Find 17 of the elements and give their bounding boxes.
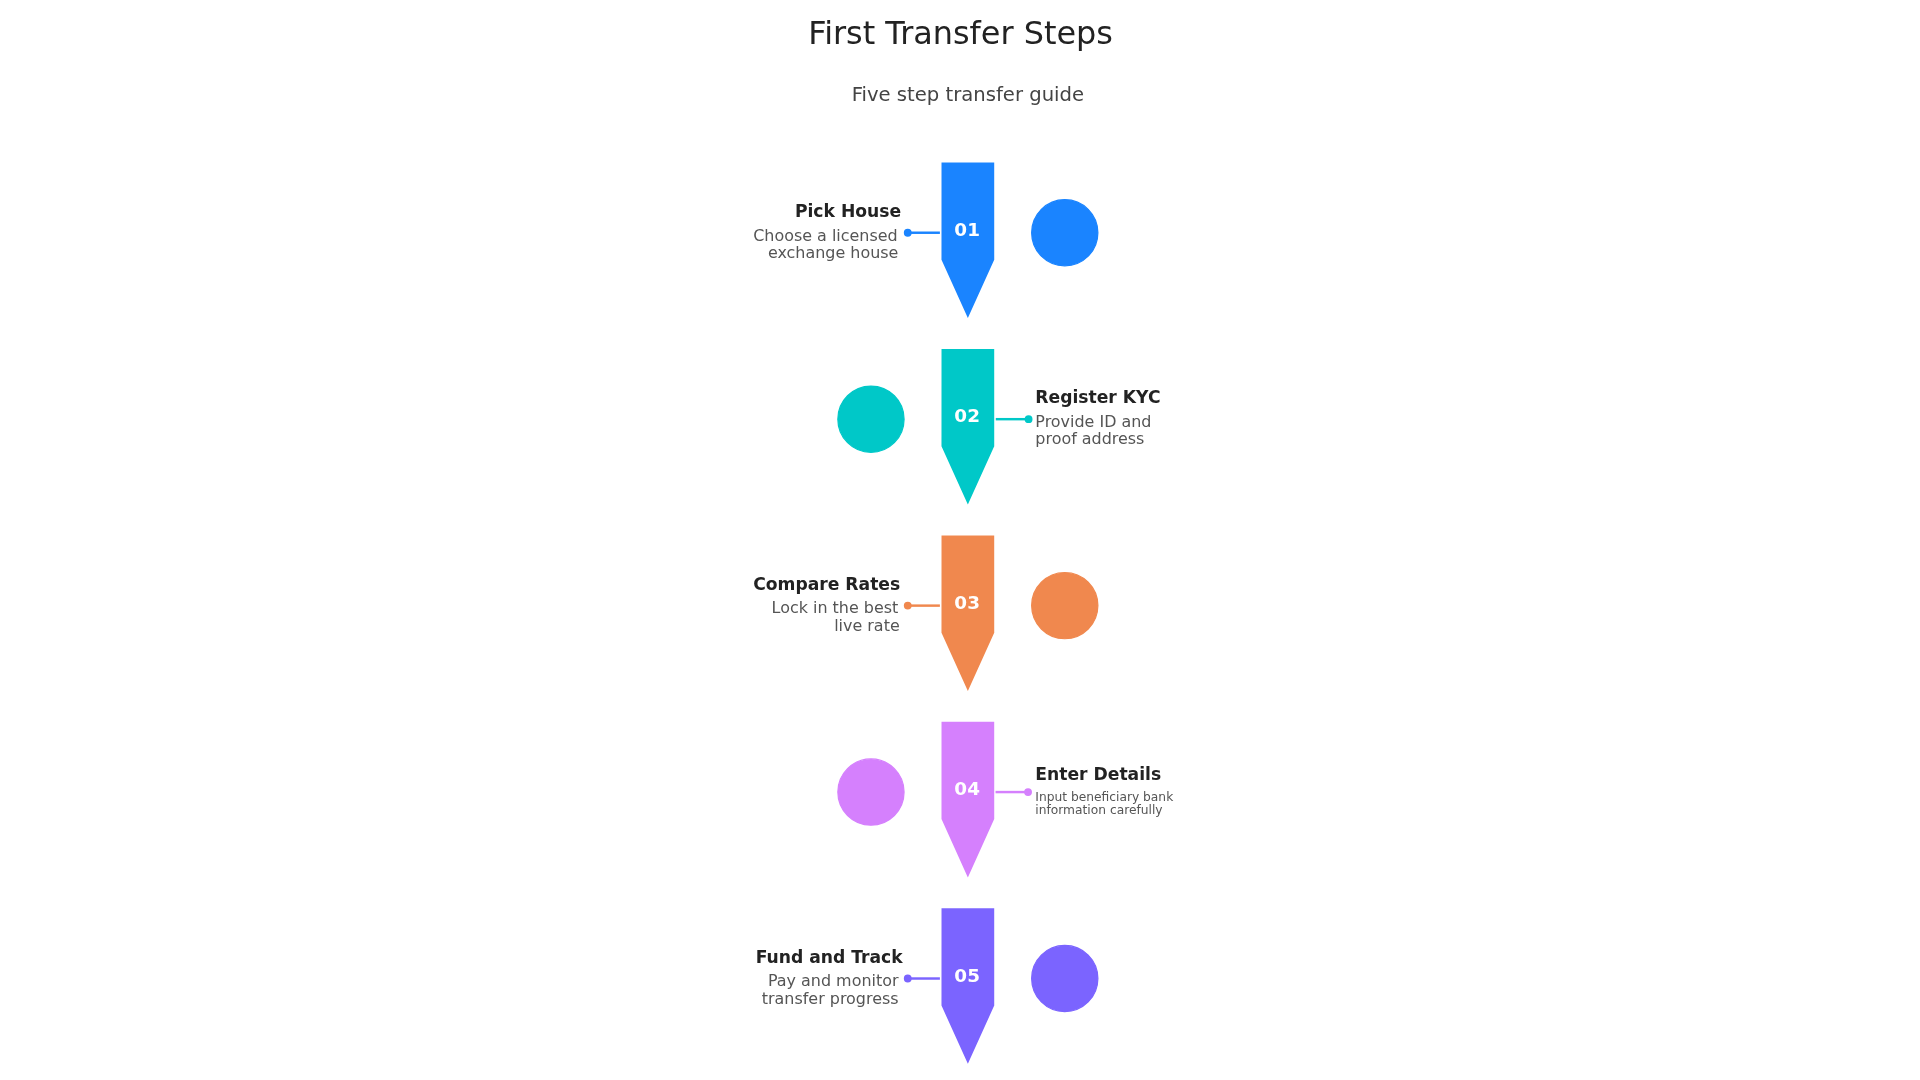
node-text: Compare Rates Lock in the best live rate xyxy=(752,573,900,635)
node-text: Pick House Choose a licensed exchange house xyxy=(752,201,901,262)
connector xyxy=(995,788,1032,796)
node-circle xyxy=(1030,944,1098,1013)
connector xyxy=(995,415,1032,424)
node-text: Register KYC Provide ID and proof address xyxy=(1034,387,1161,449)
diagram-title: First Transfer Steps xyxy=(807,13,1113,52)
connector xyxy=(903,228,940,237)
connector xyxy=(903,601,940,610)
label: Five step transfer guide xyxy=(851,83,1084,107)
node-circle xyxy=(1030,199,1098,267)
node-text: Enter Details Input beneficiary bank information carefully xyxy=(1034,764,1173,818)
node-text: Fund and Track Pay and monitor transfer progress xyxy=(755,946,903,1008)
node-circle xyxy=(836,758,905,826)
node-circle xyxy=(836,385,905,453)
connector xyxy=(903,974,940,983)
node-circle xyxy=(1030,571,1098,640)
